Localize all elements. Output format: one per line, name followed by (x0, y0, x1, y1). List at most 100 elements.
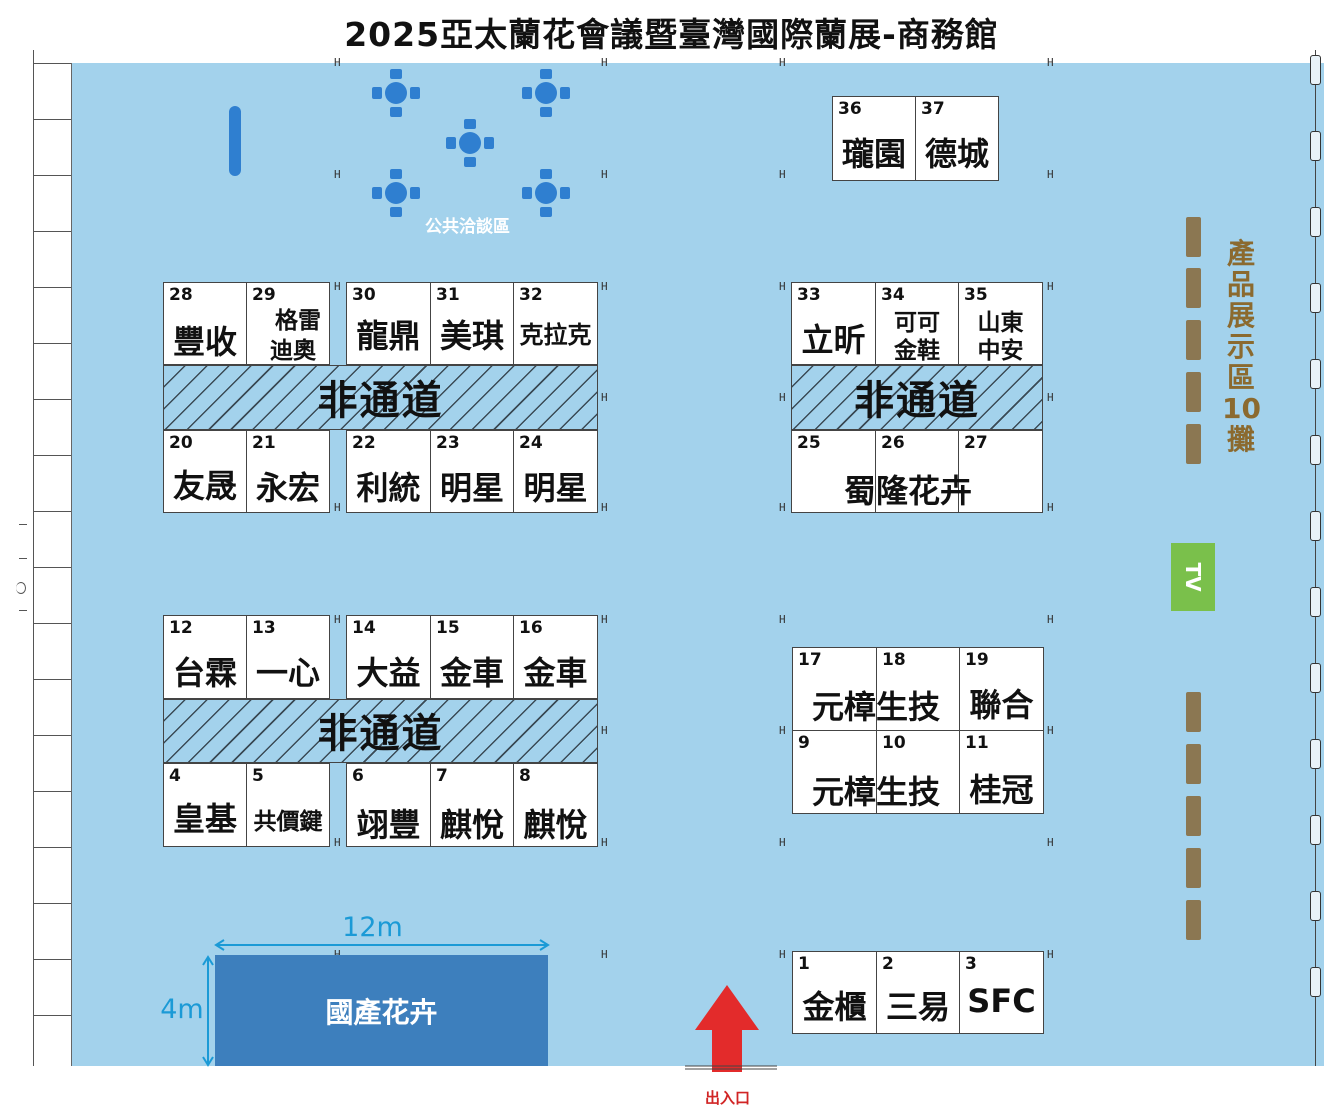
booth-number: 25 (797, 433, 821, 453)
booth-21[interactable]: 21 永宏 (246, 430, 330, 513)
dimension-lines (202, 939, 550, 1067)
booth-34[interactable]: 34 可可 金鞋 (875, 282, 959, 365)
truss-marker: H (1047, 280, 1054, 293)
booth-8[interactable]: 8 麒悅 (513, 763, 598, 847)
wall-cell (33, 287, 71, 342)
lounge-table-5 (522, 169, 570, 217)
booth-name: 一心 (255, 654, 320, 692)
truss-marker: H (1047, 613, 1054, 626)
wall-cell (33, 231, 71, 286)
wall-cell (33, 455, 71, 510)
truss-marker: H (334, 949, 341, 960)
wall-cell (33, 399, 71, 454)
booth-25[interactable]: 25 (791, 430, 876, 513)
entrance-arrow-icon (685, 985, 777, 1072)
display-stand (1186, 744, 1201, 784)
wall-cell (33, 735, 71, 790)
truss-marker: H (601, 836, 608, 849)
booth-24[interactable]: 24 明星 (513, 430, 598, 513)
wall-cell (33, 679, 71, 734)
lounge-bench (229, 106, 241, 176)
booth-27[interactable]: 27 (958, 430, 1043, 513)
truss-marker: H (1047, 168, 1054, 181)
booth-number: 34 (881, 285, 905, 305)
booth-37[interactable]: 37 德城 (915, 96, 999, 181)
booth-2[interactable]: 2 三易 (876, 951, 960, 1034)
booth-number: 18 (882, 650, 906, 670)
booth-15[interactable]: 15 金車 (430, 615, 514, 699)
booth-28[interactable]: 28 豐收 (163, 282, 247, 365)
booth-12[interactable]: 12 台霖 (163, 615, 247, 699)
booth-13[interactable]: 13 一心 (246, 615, 330, 699)
booth-25-27-name: 蜀隆花卉 (843, 472, 972, 510)
truss-marker: H (334, 280, 341, 293)
wall-cell (33, 119, 71, 174)
booth-number: 27 (964, 433, 988, 453)
booth-29[interactable]: 29 格雷 迪奧 (246, 282, 330, 365)
booth-1[interactable]: 1 金櫃 (792, 951, 877, 1034)
truss-marker: H (779, 280, 786, 293)
lounge-table-3 (446, 119, 494, 167)
display-stand (1186, 424, 1201, 464)
truss-marker: H (601, 948, 608, 961)
wall-pillar (1310, 359, 1321, 389)
booth-9[interactable]: 9 (792, 730, 877, 814)
booth-5[interactable]: 5 共價鍵 (246, 763, 330, 847)
booth-4[interactable]: 4 皇基 (163, 763, 247, 847)
booth-23[interactable]: 23 明星 (430, 430, 514, 513)
truss-marker: H (1047, 836, 1054, 849)
booth-9-10-name: 元樟生技 (811, 773, 940, 811)
booth-name: 桂冠 (969, 771, 1034, 809)
booth-18[interactable]: 18 (876, 647, 960, 731)
booth-number: 2 (882, 954, 894, 974)
booth-name: 美琪 (439, 317, 504, 355)
truss-marker: H (1047, 724, 1054, 737)
booth-number: 28 (169, 285, 193, 305)
booth-20[interactable]: 20 友晟 (163, 430, 247, 513)
booth-3[interactable]: 3 SFC (959, 951, 1044, 1034)
booth-number: 17 (798, 650, 822, 670)
truss-marker: H (601, 280, 608, 293)
display-stand (1186, 372, 1201, 412)
page-title: 2025亞太蘭花會議暨臺灣國際蘭展-商務館 (344, 15, 999, 54)
booth-33[interactable]: 33 立昕 (791, 282, 876, 365)
booth-6[interactable]: 6 翊豐 (346, 763, 431, 847)
booth-name-line1: 格雷 (275, 308, 321, 334)
booth-36[interactable]: 36 瓏園 (832, 96, 916, 181)
booth-19[interactable]: 19 聯合 (959, 647, 1044, 731)
truss-marker: H (779, 168, 786, 181)
display-stand (1186, 796, 1201, 836)
booth-10[interactable]: 10 (876, 730, 960, 814)
booth-30[interactable]: 30 龍鼎 (346, 282, 431, 365)
wall-pillar (1310, 587, 1321, 617)
booth-16[interactable]: 16 金車 (513, 615, 598, 699)
entrance-label[interactable]: 出入口 (704, 1089, 750, 1107)
booth-name-line1: 可可 (894, 310, 940, 336)
booth-35[interactable]: 35 山東 中安 (958, 282, 1043, 365)
booth-32[interactable]: 32 克拉克 (513, 282, 598, 365)
booth-name: 立昕 (801, 321, 866, 359)
non-aisle-zone: 非通道 (163, 699, 598, 763)
display-stand (1186, 692, 1201, 732)
booth-7[interactable]: 7 麒悅 (430, 763, 514, 847)
truss-marker: H (334, 501, 341, 514)
lounge-label: 公共洽談區 (425, 217, 510, 237)
booth-22[interactable]: 22 利統 (346, 430, 431, 513)
wall-cell (33, 511, 71, 566)
booth-name: 麒悅 (439, 806, 504, 844)
wall-pillar (1310, 815, 1321, 845)
booth-name: 友晟 (172, 467, 237, 505)
truss-marker: H (1047, 948, 1054, 961)
booth-11[interactable]: 11 桂冠 (959, 730, 1044, 814)
booth-31[interactable]: 31 美琪 (430, 282, 514, 365)
booth-26[interactable]: 26 (875, 430, 959, 513)
domestic-flowers-zone[interactable]: 國產花卉 (215, 955, 548, 1066)
wall-pillar (1310, 55, 1321, 85)
booth-name: 麒悅 (523, 806, 588, 844)
wall-cell (33, 903, 71, 958)
booth-number: 30 (352, 285, 376, 305)
booth-14[interactable]: 14 大益 (346, 615, 431, 699)
booth-number: 16 (519, 618, 543, 638)
truss-marker: H (334, 56, 341, 69)
wall-pillar (1310, 967, 1321, 997)
